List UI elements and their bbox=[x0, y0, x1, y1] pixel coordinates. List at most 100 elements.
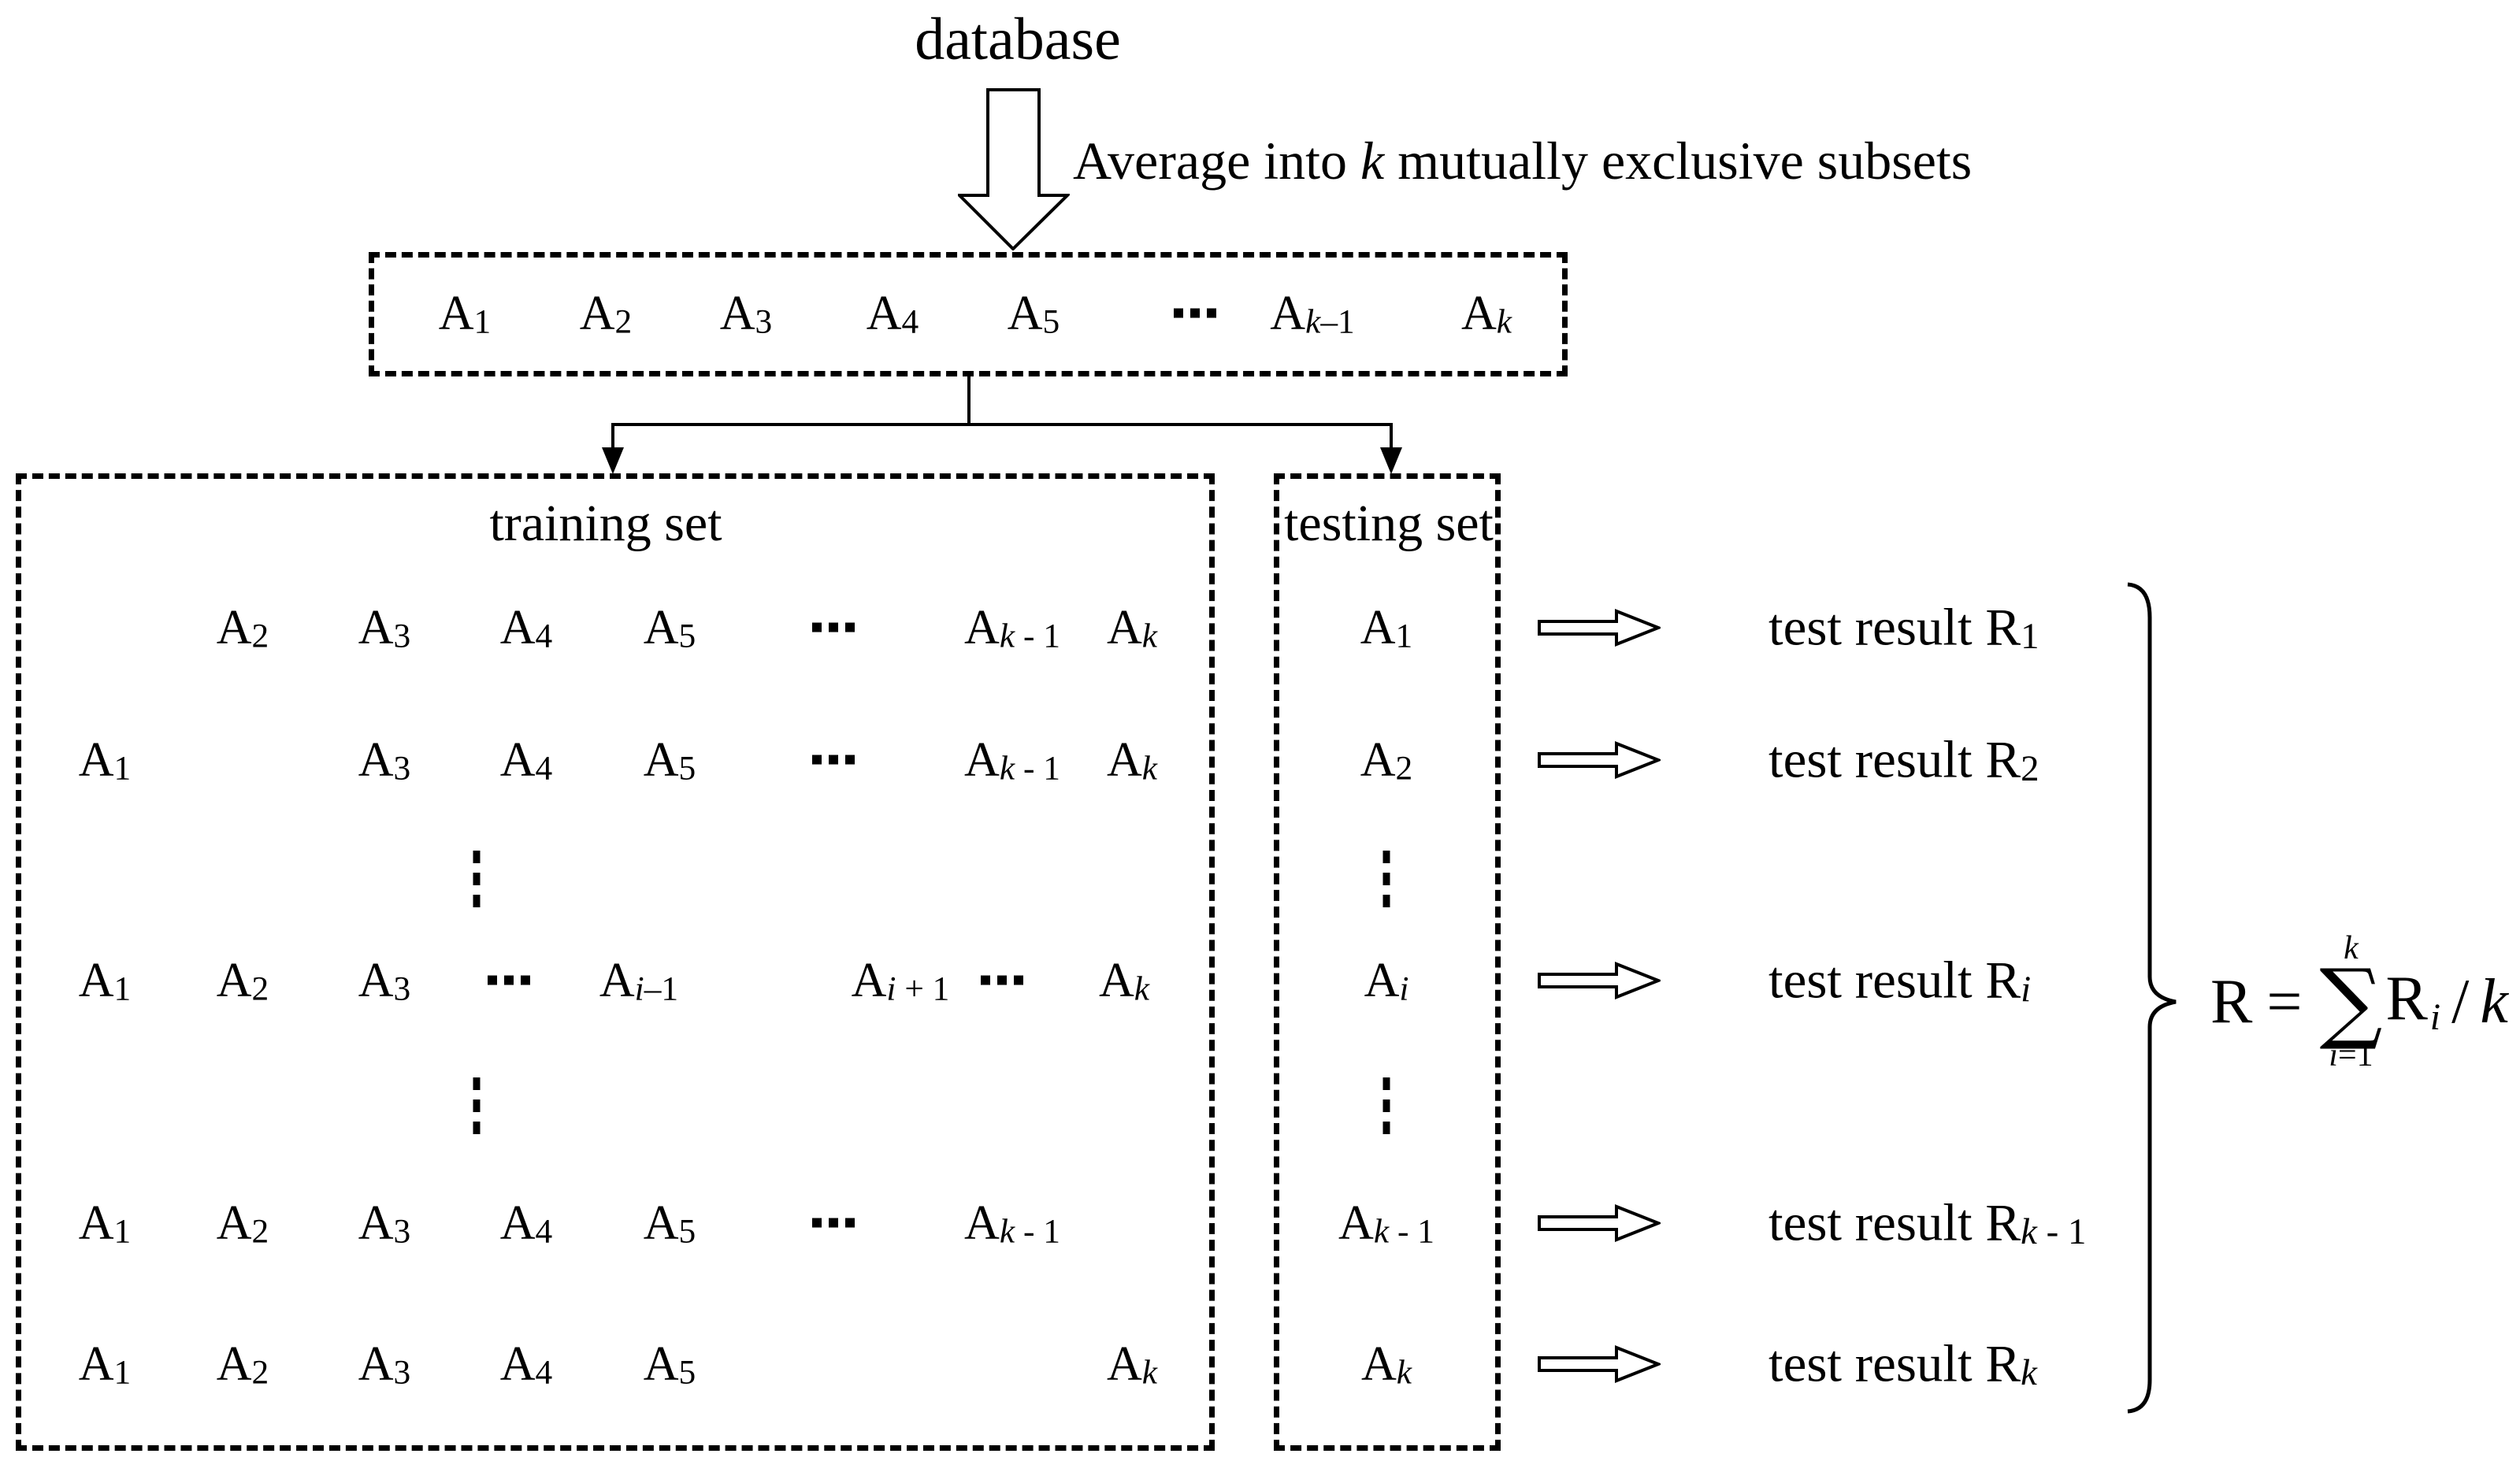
arrowhead-testing bbox=[1380, 447, 1402, 474]
subscript: 5 bbox=[678, 749, 696, 788]
subscript: 2 bbox=[251, 970, 269, 1008]
subset-cell: A1 bbox=[79, 725, 131, 803]
caption-post: mutually exclusive subsets bbox=[1384, 131, 1973, 191]
subset-cell: Ak–1 bbox=[1270, 278, 1354, 357]
subscript: 1 bbox=[113, 970, 132, 1008]
test-result-label: test result Ri bbox=[1768, 951, 2031, 1011]
subset-letter: A bbox=[1360, 601, 1396, 654]
subset-cell: A2 bbox=[217, 592, 269, 671]
ellipsis-vertical-icon bbox=[1382, 1077, 1390, 1134]
subset-letter: A bbox=[719, 287, 755, 340]
subset-cell: A5 bbox=[644, 1329, 696, 1407]
subset-letter: A bbox=[499, 601, 536, 654]
subscript: 3 bbox=[393, 1212, 411, 1251]
subscript: 1 bbox=[113, 1212, 132, 1251]
subscript: k bbox=[1496, 302, 1512, 341]
subset-letter: A bbox=[358, 1337, 394, 1391]
subset-letter: A bbox=[78, 954, 114, 1007]
subscript: 2 bbox=[251, 1353, 269, 1392]
subset-letter: A bbox=[499, 733, 536, 787]
subset-cell: Ak bbox=[1107, 725, 1157, 803]
subset-cell: A1 bbox=[79, 1188, 131, 1266]
subset-letter: A bbox=[1106, 733, 1142, 787]
subset-letter: A bbox=[851, 954, 887, 1007]
subset-letter: A bbox=[216, 601, 252, 654]
subset-cell: Ak bbox=[1107, 1329, 1157, 1407]
subset-letter: A bbox=[643, 733, 679, 787]
subset-cell: Ak bbox=[1461, 278, 1512, 357]
subset-cell: A1 bbox=[439, 278, 491, 357]
subset-letter: A bbox=[643, 1196, 679, 1250]
formula-lhs: R bbox=[2210, 966, 2253, 1036]
subscript: 4 bbox=[535, 1212, 553, 1251]
test-result-label: test result Rk - 1 bbox=[1768, 1193, 2086, 1254]
formula-slash: / bbox=[2451, 966, 2470, 1036]
subset-cell: Ak - 1 bbox=[964, 592, 1060, 671]
subset-cell: A5 bbox=[644, 725, 696, 803]
subset-letter: A bbox=[438, 287, 474, 340]
test-result-prefix: test result R bbox=[1768, 730, 2021, 789]
subscript: 1 bbox=[1395, 617, 1413, 655]
subscript: 3 bbox=[755, 302, 773, 341]
ellipsis-vertical-icon bbox=[1382, 851, 1390, 907]
subscript: 2 bbox=[2021, 748, 2039, 790]
right-block-arrow-icon bbox=[1538, 741, 1661, 779]
subset-letter: A bbox=[78, 733, 114, 787]
ellipsis-horizontal-icon bbox=[812, 622, 855, 632]
subset-cell: A2 bbox=[1360, 725, 1412, 803]
testing-set-title: testing set bbox=[1284, 495, 1494, 552]
average-formula: R = k ∑ i=1 Ri / k bbox=[2210, 932, 2508, 1072]
subset-letter: A bbox=[358, 1196, 394, 1250]
subset-cell: A3 bbox=[358, 945, 410, 1024]
subset-cell: A5 bbox=[1008, 278, 1060, 357]
subset-row: A2 bbox=[1279, 725, 1495, 795]
subset-cell: A4 bbox=[500, 592, 552, 671]
subscript: k bbox=[1396, 1353, 1412, 1392]
subset-row: Ak - 1 bbox=[1279, 1188, 1495, 1259]
subset-letter: A bbox=[1106, 601, 1142, 654]
subset-letter: A bbox=[964, 1196, 1000, 1250]
subset-cell: A1 bbox=[79, 1329, 131, 1407]
subscript: i bbox=[2021, 969, 2032, 1010]
subset-letter: A bbox=[1364, 954, 1400, 1007]
subset-row bbox=[21, 1070, 1209, 1141]
subset-cell: Ai–1 bbox=[599, 945, 678, 1024]
subset-cell: A2 bbox=[580, 278, 632, 357]
right-block-arrow-icon bbox=[1538, 1345, 1661, 1383]
down-block-arrow-icon bbox=[958, 88, 1070, 250]
subset-cell: A2 bbox=[217, 945, 269, 1024]
subscript: 1 bbox=[2021, 616, 2039, 658]
ellipsis-vertical-icon bbox=[473, 1077, 481, 1134]
subset-cell: Ak - 1 bbox=[1338, 1188, 1434, 1266]
database-label: database bbox=[915, 6, 1121, 72]
subset-cell: Ak bbox=[1361, 1329, 1412, 1407]
arrowhead-training bbox=[602, 447, 624, 474]
subscript: k bbox=[1141, 1353, 1158, 1392]
subscript: 4 bbox=[535, 617, 553, 655]
formula-equals: = bbox=[2266, 966, 2303, 1036]
ellipsis-vertical-icon bbox=[473, 851, 481, 907]
subset-cell: A2 bbox=[217, 1329, 269, 1407]
sum-lower-limit: i=1 bbox=[2329, 1037, 2373, 1074]
test-result-prefix: test result R bbox=[1768, 598, 2021, 657]
test-result-prefix: test result R bbox=[1768, 1193, 2021, 1252]
subscript: 4 bbox=[535, 1353, 553, 1392]
subset-letter: A bbox=[1270, 287, 1306, 340]
subset-cell: Ai + 1 bbox=[852, 945, 950, 1024]
subscript: 2 bbox=[251, 617, 269, 655]
subset-cell: A3 bbox=[358, 1188, 410, 1266]
subscript: 4 bbox=[535, 749, 553, 788]
subscript: 2 bbox=[251, 1212, 269, 1251]
